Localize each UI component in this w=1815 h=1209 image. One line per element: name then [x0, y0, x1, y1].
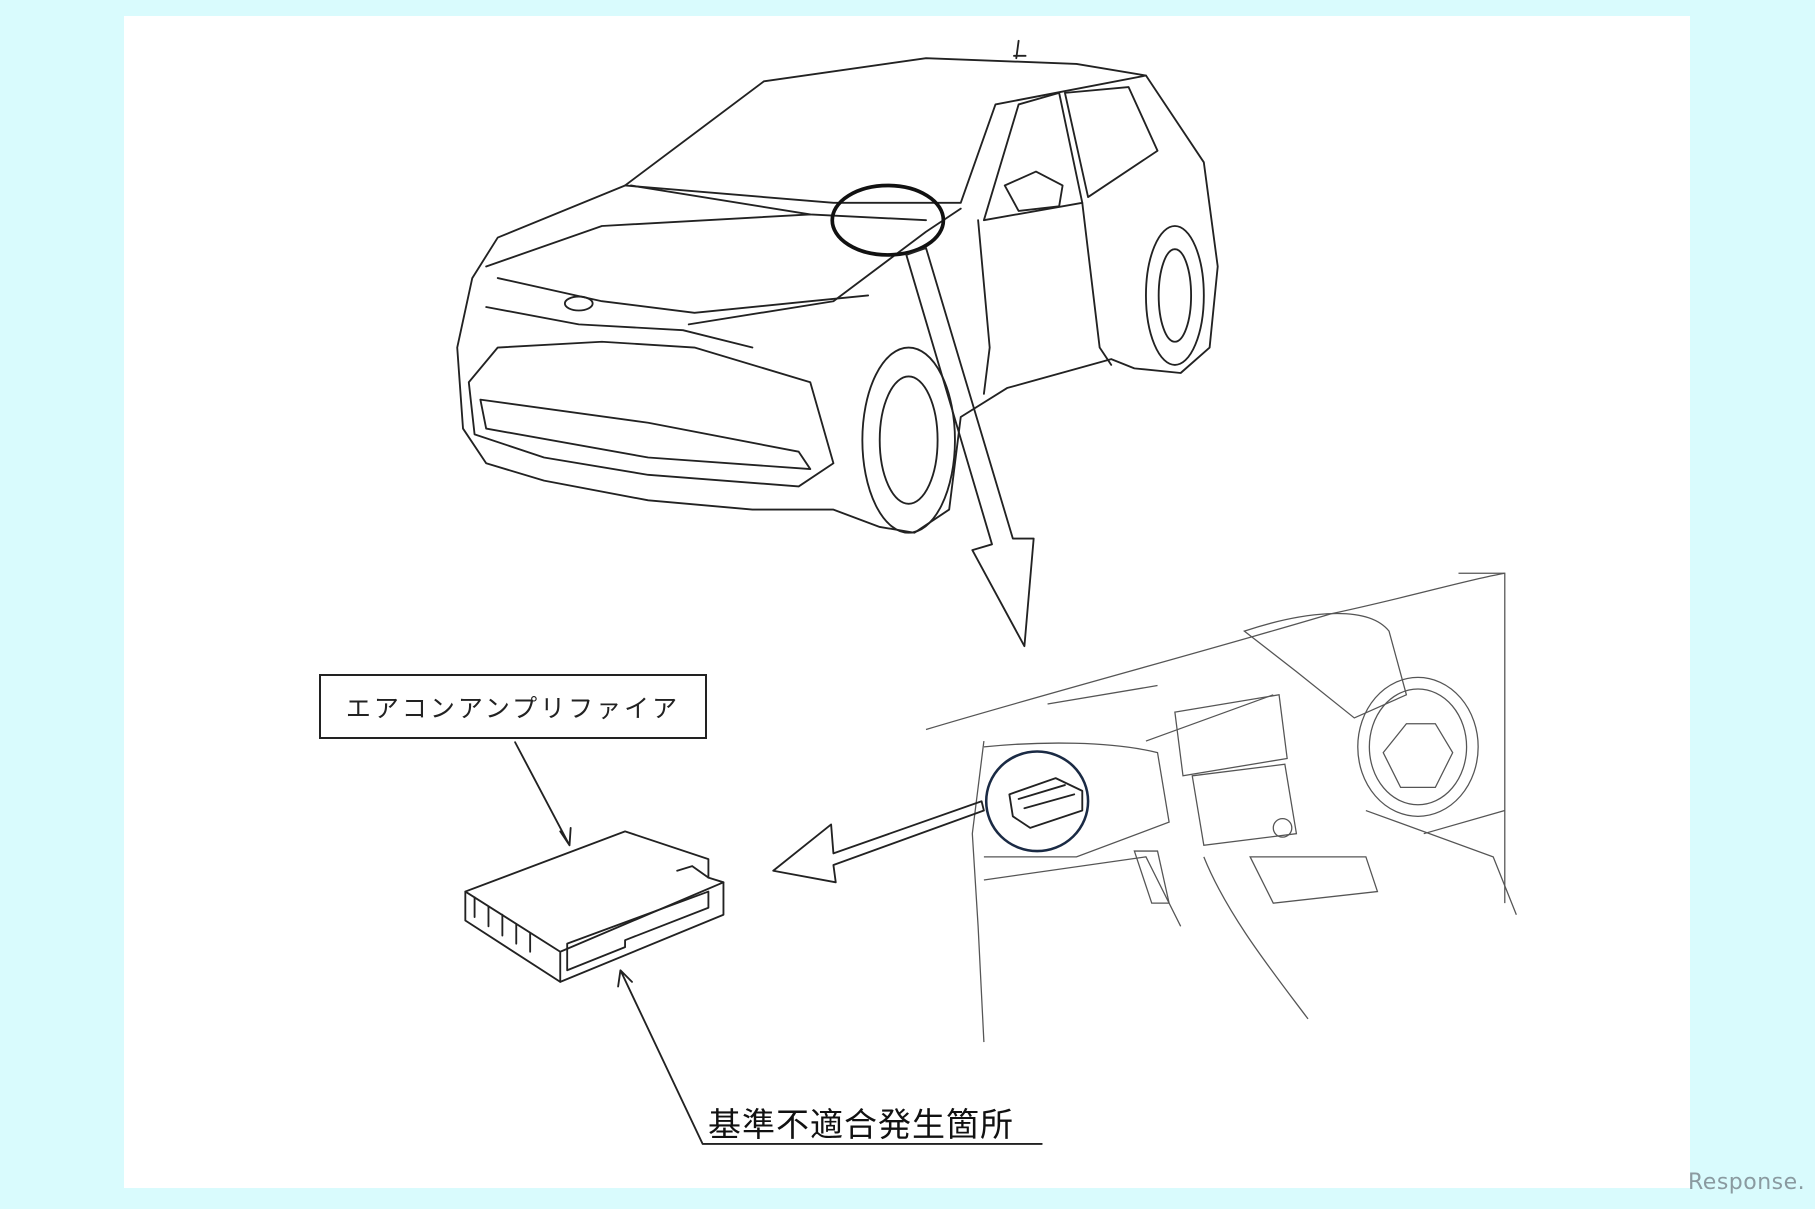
dashboard-illustration	[925, 572, 1517, 1043]
arrow-left	[772, 800, 985, 884]
diagram-panel	[124, 16, 1690, 1188]
highlight-circle-dashboard	[984, 750, 1090, 853]
highlight-circle-car	[830, 183, 946, 257]
arrow-down	[905, 247, 1035, 648]
leader-line-defect	[617, 969, 1043, 1145]
watermark-logo: Response.	[1688, 1170, 1806, 1195]
defect-location-label: 基準不適合発生箇所	[708, 1105, 1014, 1144]
car-illustration	[456, 39, 1219, 534]
air-conditioner-amplifier-illustration	[464, 830, 725, 983]
leader-line-part	[514, 741, 572, 847]
part-label: エアコンアンプリファイア	[319, 674, 707, 739]
